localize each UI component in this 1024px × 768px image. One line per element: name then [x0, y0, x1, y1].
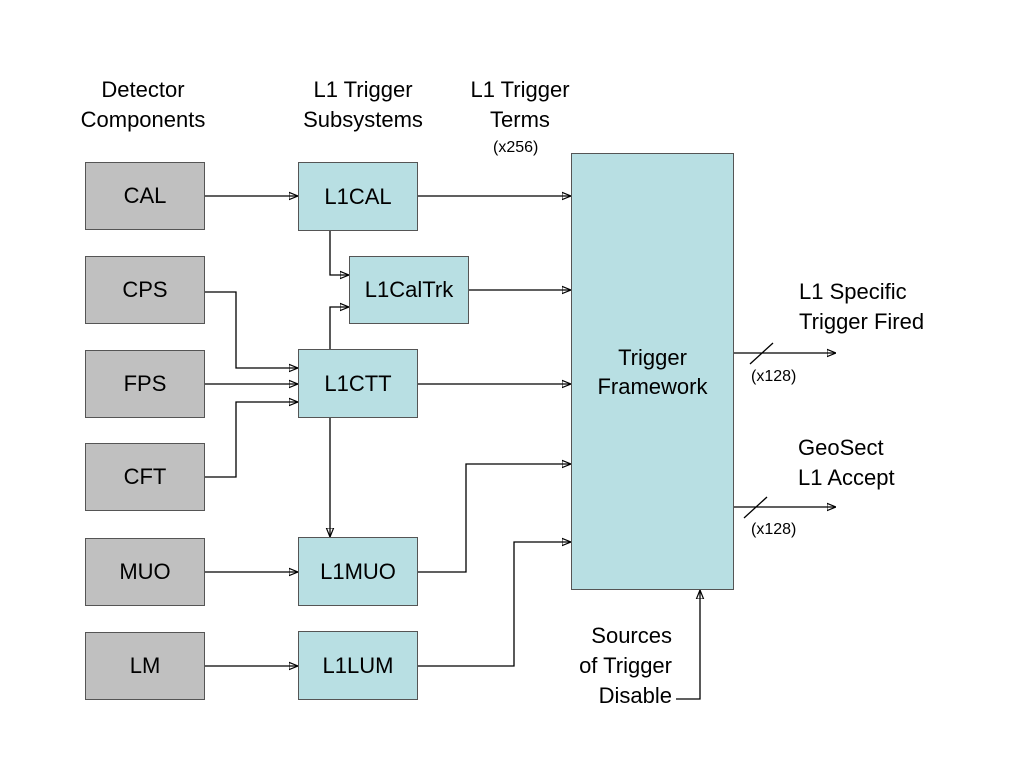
subsystem-l1muo: L1MUO [298, 537, 418, 606]
subsystem-l1cal: L1CAL [298, 162, 418, 231]
terms-count: (x256) [493, 139, 539, 156]
detector-muo: MUO [85, 538, 205, 606]
wire-l1lum-framework [418, 542, 571, 667]
subsystem-l1caltrk: L1CalTrk [349, 256, 469, 324]
detector-cps: CPS [85, 256, 205, 324]
detector-fps: FPS [85, 350, 205, 418]
geosect-count: (x128) [751, 521, 797, 538]
wire-cft-l1ctt [205, 402, 298, 478]
wire-cps-l1ctt [205, 291, 298, 368]
wire-disable-framework [676, 590, 700, 700]
wire-l1cal-l1caltrk [329, 231, 349, 275]
wire-l1muo-framework [418, 464, 571, 573]
specific-count: (x128) [751, 368, 797, 385]
detector-cal: CAL [85, 162, 205, 230]
detector-lm: LM [85, 632, 205, 700]
wire-l1ctt-l1caltrk [329, 307, 349, 349]
subsystem-l1ctt: L1CTT [298, 349, 418, 418]
subsystem-l1lum: L1LUM [298, 631, 418, 700]
detector-cft: CFT [85, 443, 205, 511]
